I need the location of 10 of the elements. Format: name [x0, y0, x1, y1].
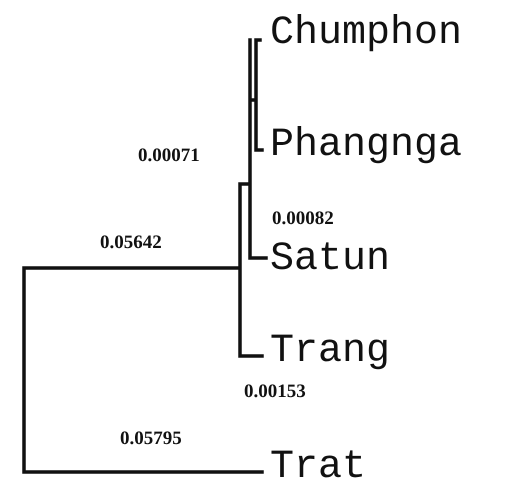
branch-length-label: 0.00082 [272, 208, 334, 230]
taxon-label: Trang [270, 330, 390, 374]
taxon-label: Trat [270, 446, 366, 490]
taxon-label: Satun [270, 238, 390, 282]
taxon-label: Chumphon [270, 12, 462, 56]
branch-length-label: 0.05795 [120, 428, 182, 450]
taxon-label: Phangnga [270, 124, 462, 168]
branch-length-label: 0.00153 [244, 381, 306, 403]
branch-length-label: 0.00071 [138, 145, 200, 167]
branch-length-label: 0.05642 [100, 232, 162, 254]
